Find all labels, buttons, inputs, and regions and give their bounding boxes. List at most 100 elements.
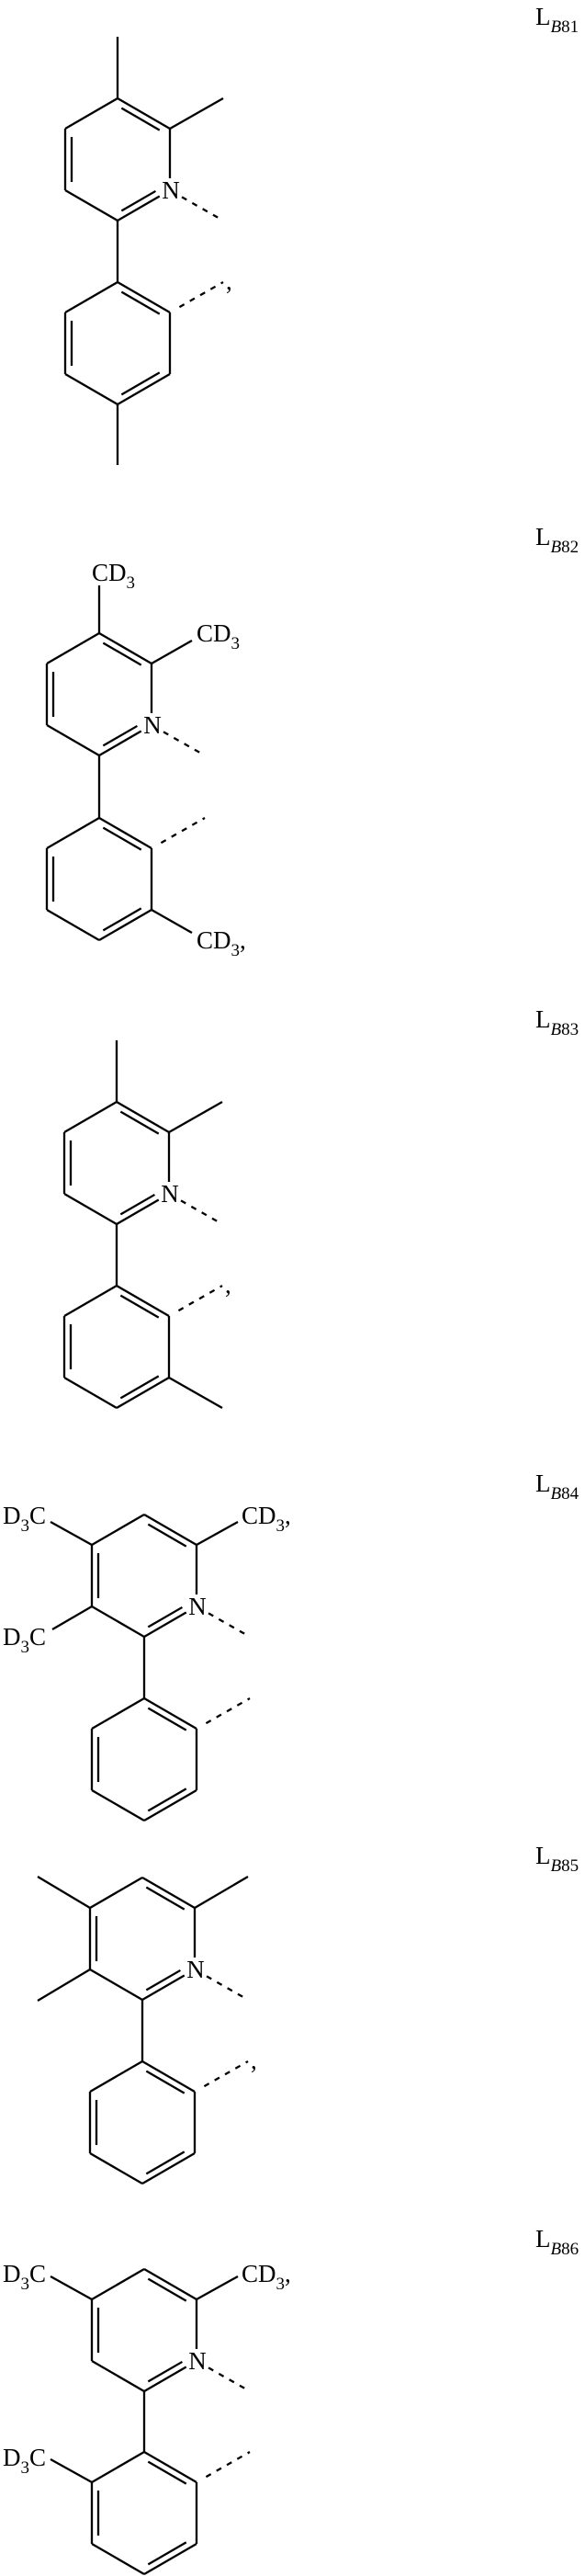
group-suffix: C [29,2260,46,2287]
ligand-structure-82: LB82NCD3CD3CD3, [47,523,579,960]
label-main: L [535,3,551,30]
ligand-label: LB82 [535,523,579,557]
label-main: L [535,1470,551,1497]
phenyl-ring-bond [99,910,152,940]
ligand-label: LB83 [535,1005,579,1039]
coordination-bond-n [207,1976,248,2000]
coordination-bond-c [161,818,205,843]
coordination-bond-c [206,2452,250,2477]
cd3-bond [51,1522,92,1545]
group-suffix: C [29,1502,46,1529]
ligand-label: LB85 [535,1842,579,1876]
pyridine-ring-bond [144,2269,197,2299]
nitrogen-atom: N [143,711,162,739]
nitrogen-atom: N [186,1956,205,1983]
trailing-comma: , [225,1271,231,1299]
group-subscript: 3 [20,1516,29,1536]
coordination-bond-n [182,197,223,221]
methyl-bond [169,1102,222,1132]
cd3-bond [152,910,192,933]
label-subscript-number: 83 [561,1020,579,1039]
group-main: CD [197,926,231,954]
pyridine-ring-bond [65,190,118,221]
pyridine-ring-bond [65,98,118,129]
cd3-bond [51,2459,92,2482]
label-subscript-letter: B [551,1856,562,1876]
pyridine-ring-bond [90,1969,142,2000]
group-suffix: , [285,2260,291,2287]
phenyl-ring-bond [117,1378,169,1408]
phenyl-ring-bond [64,1378,117,1408]
label-subscript-number: 81 [561,17,579,37]
group-subscript: 3 [20,2275,29,2294]
ligand-structure-86: LB86ND3CCD3,D3C [3,2225,579,2574]
group-suffix: C [29,2444,46,2471]
label-subscript-letter: B [551,538,562,557]
phenyl-ring-bond [65,282,118,312]
phenyl-ring-bond [118,282,170,312]
phenyl-ring-bond [90,2061,142,2092]
ligand-structure-81: LB81N, [65,3,579,465]
trailing-comma: , [226,267,232,295]
cd3-group: D3C [3,1502,46,1536]
nitrogen-atom: N [162,176,180,204]
label-main: L [535,2225,551,2253]
phenyl-ring-bond [92,2544,144,2574]
cd3-group: D3C [3,2444,46,2478]
phenyl-ring-bond [144,2544,197,2574]
pyridine-ring-bond [47,725,99,755]
coordination-bond-c [206,1698,250,1723]
label-subscript-number: 86 [561,2240,579,2259]
coordination-bond-n [208,1613,250,1637]
group-subscript: 3 [231,634,241,653]
phenyl-ring-bond [47,910,99,940]
pyridine-ring-bond [99,633,152,664]
coordination-bond-c [178,1286,222,1311]
cd3-group: CD3 [197,619,240,653]
label-subscript-letter: B [551,1020,562,1039]
phenyl-ring-bond [144,1790,197,1821]
nitrogen-atom: N [188,1593,207,1620]
methyl-bond [169,1378,222,1408]
phenyl-ring-bond [142,2153,195,2184]
ligand-structure-84: LB84ND3CCD3,D3C [3,1470,579,1821]
label-subscript-number: 85 [561,1856,579,1876]
coordination-bond-n [181,1200,222,1224]
phenyl-ring-bond [99,818,152,848]
ligand-label: LB86 [535,2225,579,2259]
group-main: CD [242,1502,276,1529]
label-subscript-letter: B [551,17,562,37]
cd3-group: CD3, [197,926,246,960]
group-main: CD [242,2260,276,2287]
pyridine-ring-bond [92,1515,144,1545]
group-suffix: C [29,1623,46,1651]
pyridine-ring-bond [64,1194,117,1224]
methyl-bond [38,1969,90,2001]
phenyl-ring-bond [117,1286,169,1316]
ligand-structure-85: LB85N, [38,1842,579,2184]
methyl-bond [170,98,223,129]
group-main: D [3,1502,21,1529]
coordination-bond-n [163,732,205,755]
ligand-label: LB81 [535,3,579,37]
phenyl-ring-bond [47,818,99,848]
phenyl-ring-bond [64,1286,117,1316]
pyridine-ring-bond [92,2361,144,2391]
pyridine-ring-bond [117,1102,169,1132]
cd3-bond [197,1522,238,1545]
group-main: CD [197,619,231,647]
group-main: CD [92,559,127,586]
cd3-bond [197,2276,238,2299]
pyridine-ring-bond [92,1606,144,1637]
cd3-bond [152,641,192,664]
group-suffix: , [285,1502,291,1529]
label-subscript-letter: B [551,1484,562,1504]
label-subscript-number: 82 [561,538,579,557]
pyridine-ring-bond [118,98,170,129]
nitrogen-atom: N [188,2347,207,2375]
cd3-bond [51,2276,92,2299]
pyridine-ring-bond [92,2269,144,2299]
phenyl-ring-bond [118,374,170,404]
group-subscript: 3 [20,1638,29,1657]
